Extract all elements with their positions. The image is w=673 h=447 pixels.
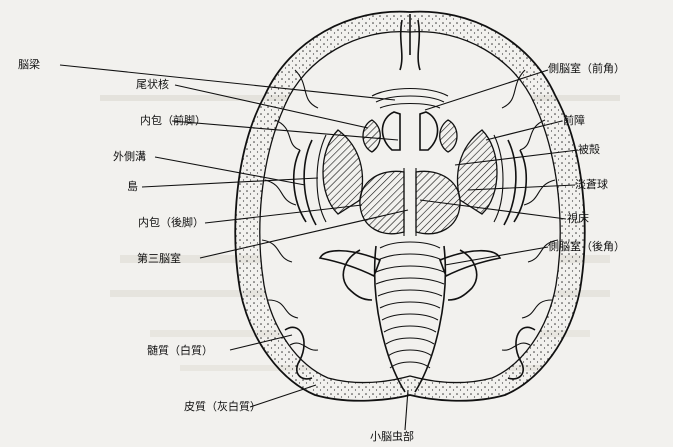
label-cortex-gray-matter: 皮質（灰白質）: [184, 399, 261, 413]
brain-section: [235, 12, 584, 401]
label-medulla-white-matter: 髄質（白質）: [147, 343, 213, 357]
label-putamen: 被殻: [578, 142, 600, 156]
caudate-shape: [363, 120, 380, 152]
label-insula: 島: [127, 179, 138, 193]
label-extreme-capsule: 外側溝: [113, 150, 146, 163]
white-matter-interior: [260, 32, 560, 383]
label-third-ventricle: 第三脳室: [137, 251, 181, 265]
label-vermis: 小脳虫部: [370, 429, 414, 443]
label-thalamus: 視床: [567, 211, 589, 225]
label-claustrum: 前障: [563, 113, 585, 127]
label-internal-capsule-anterior: 内包（前脚）: [140, 113, 206, 127]
label-corpus-callosum: 脳梁: [18, 57, 40, 71]
label-internal-capsule-posterior: 内包（後脚）: [138, 215, 204, 229]
label-lateral-ventricle-anterior: 側脳室（前角）: [548, 61, 625, 75]
label-globus-pallidus: 淡蒼球: [575, 177, 608, 191]
label-lateral-ventricle-posterior: 側脳室（後角）: [548, 239, 625, 253]
label-caudate-nucleus: 尾状核: [136, 77, 169, 91]
